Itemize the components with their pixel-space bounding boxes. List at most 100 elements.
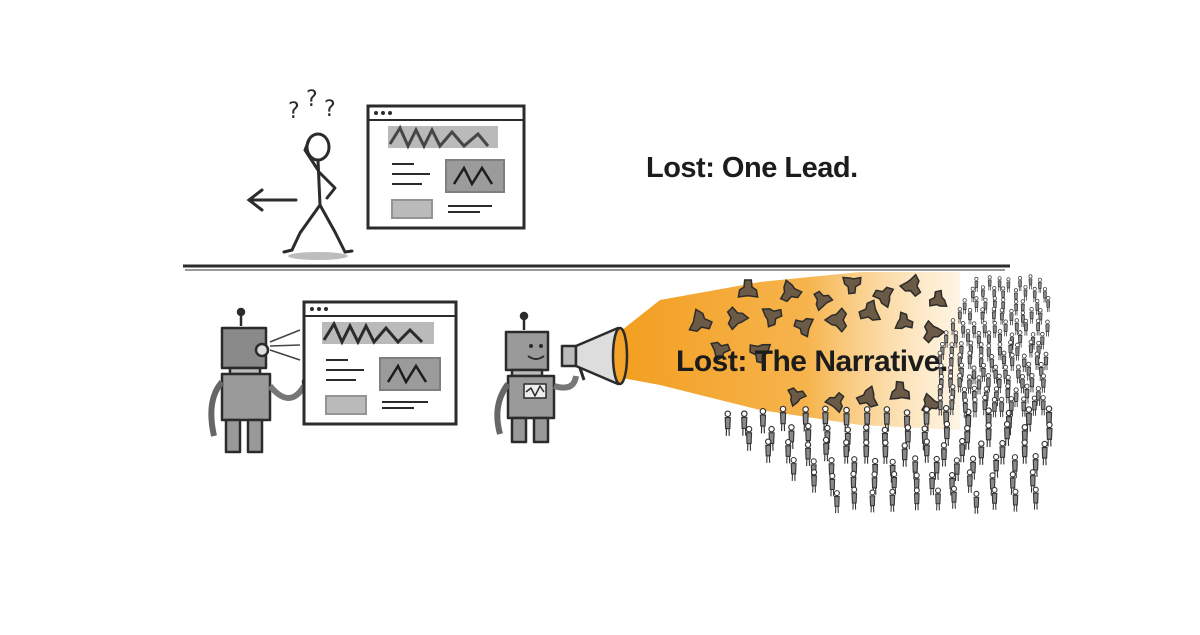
crowd-person: [978, 440, 985, 465]
crowd-person: [1014, 318, 1019, 336]
crowd-person: [1018, 276, 1023, 292]
crowd-person: [999, 440, 1006, 465]
crowd-person: [1009, 308, 1014, 326]
crowd-person: [959, 437, 966, 463]
crowd-person: [1041, 440, 1048, 466]
crowd-person: [980, 307, 985, 324]
crowd-person: [976, 375, 982, 395]
robot-icon: [208, 307, 315, 454]
section-divider: [183, 264, 1010, 271]
person-shadow: [288, 252, 348, 260]
crowd-icon: [724, 274, 1053, 514]
noise-blob: [749, 343, 772, 365]
noise-blob: [855, 385, 879, 408]
crowd-person: [953, 457, 961, 482]
crowd-person: [1028, 274, 1033, 290]
crowd-person: [779, 405, 787, 432]
noise-blob-icon: [688, 273, 948, 414]
webpage-mockup-icon: [366, 104, 526, 230]
crowd-person: [1032, 286, 1037, 303]
crowd-person: [1046, 421, 1053, 447]
gaze-lines: [269, 329, 301, 361]
crowd-person: [966, 374, 973, 394]
crowd-person: [971, 321, 977, 339]
crowd-person: [802, 406, 809, 432]
crowd-person: [1008, 396, 1014, 417]
noise-blob: [688, 308, 713, 333]
crowd-person: [811, 469, 818, 493]
crowd-person: [1029, 307, 1034, 324]
crowd-person: [986, 343, 992, 362]
crowd-person: [1021, 396, 1027, 417]
noise-blob: [842, 276, 862, 295]
crowd-person: [997, 276, 1002, 292]
crowd-person: [1040, 395, 1046, 416]
crowd-person: [785, 438, 792, 464]
crowd-person: [851, 486, 858, 510]
crowd-person: [869, 489, 876, 513]
crowd-person: [992, 285, 997, 302]
crowd-person: [882, 439, 889, 464]
crowd-person: [740, 410, 748, 436]
crowd-person: [993, 453, 1000, 478]
crowd-person: [829, 472, 836, 497]
noise-blob: [761, 308, 783, 328]
noise-blob: [898, 273, 922, 298]
crowd-person: [883, 406, 891, 432]
crowd-person: [989, 472, 996, 496]
crowd-person: [1017, 330, 1023, 348]
crowd-person: [943, 420, 951, 446]
crowd-person: [1035, 318, 1041, 336]
crowd-person: [1026, 361, 1032, 381]
crowd-person: [948, 353, 954, 372]
crowd-person: [804, 441, 812, 466]
crowd-person: [1035, 386, 1041, 406]
noise-blob: [823, 391, 845, 414]
noise-blob: [779, 279, 803, 303]
crowd-person: [935, 487, 942, 511]
crowd-person: [790, 456, 797, 481]
crowd-person: [1038, 361, 1044, 381]
crowd-person: [1020, 310, 1026, 328]
crowd-person: [901, 442, 908, 467]
webpage-mockup-icon: [302, 300, 458, 426]
crowd-person: [1006, 277, 1011, 293]
crowd-person: [913, 487, 920, 511]
crowd-person: [1019, 374, 1025, 394]
crowd-person: [1034, 351, 1040, 370]
crowd-person: [933, 455, 940, 480]
crowd-person: [1028, 339, 1034, 358]
noise-blob: [793, 317, 815, 338]
crowd-person: [745, 425, 753, 451]
crowd-person: [937, 395, 943, 416]
crowd-person: [765, 438, 772, 463]
crowd-person: [1021, 353, 1027, 373]
crowd-person: [999, 396, 1005, 418]
caption-lost-the-narrative: Lost: The Narrative.: [676, 345, 948, 378]
crowd-person: [863, 439, 870, 464]
crowd-person: [950, 318, 956, 336]
noise-blob: [726, 306, 750, 331]
question-mark-icon: ? ? ?: [288, 87, 336, 124]
crowd-person: [891, 471, 898, 495]
crowd-person: [967, 350, 973, 370]
crowd-person: [949, 342, 955, 361]
noise-blob: [871, 286, 895, 309]
crowd-person: [980, 362, 986, 382]
crowd-person: [1037, 277, 1042, 293]
crowd-person: [1015, 364, 1021, 384]
crowd-person: [949, 394, 955, 416]
crowd-person: [1009, 471, 1016, 495]
crowd-person: [992, 320, 997, 338]
crowd-person: [982, 395, 988, 416]
crowd-person: [973, 490, 980, 514]
crowd-person: [1014, 299, 1019, 316]
caption-lost-one-lead: Lost: One Lead.: [646, 152, 858, 184]
crowd-person: [957, 373, 963, 393]
crowd-person: [1045, 319, 1050, 337]
crowd-person: [943, 330, 949, 348]
crowd-person: [969, 455, 977, 480]
arrow-left-icon: [246, 188, 298, 212]
crowd-person: [1046, 295, 1051, 312]
